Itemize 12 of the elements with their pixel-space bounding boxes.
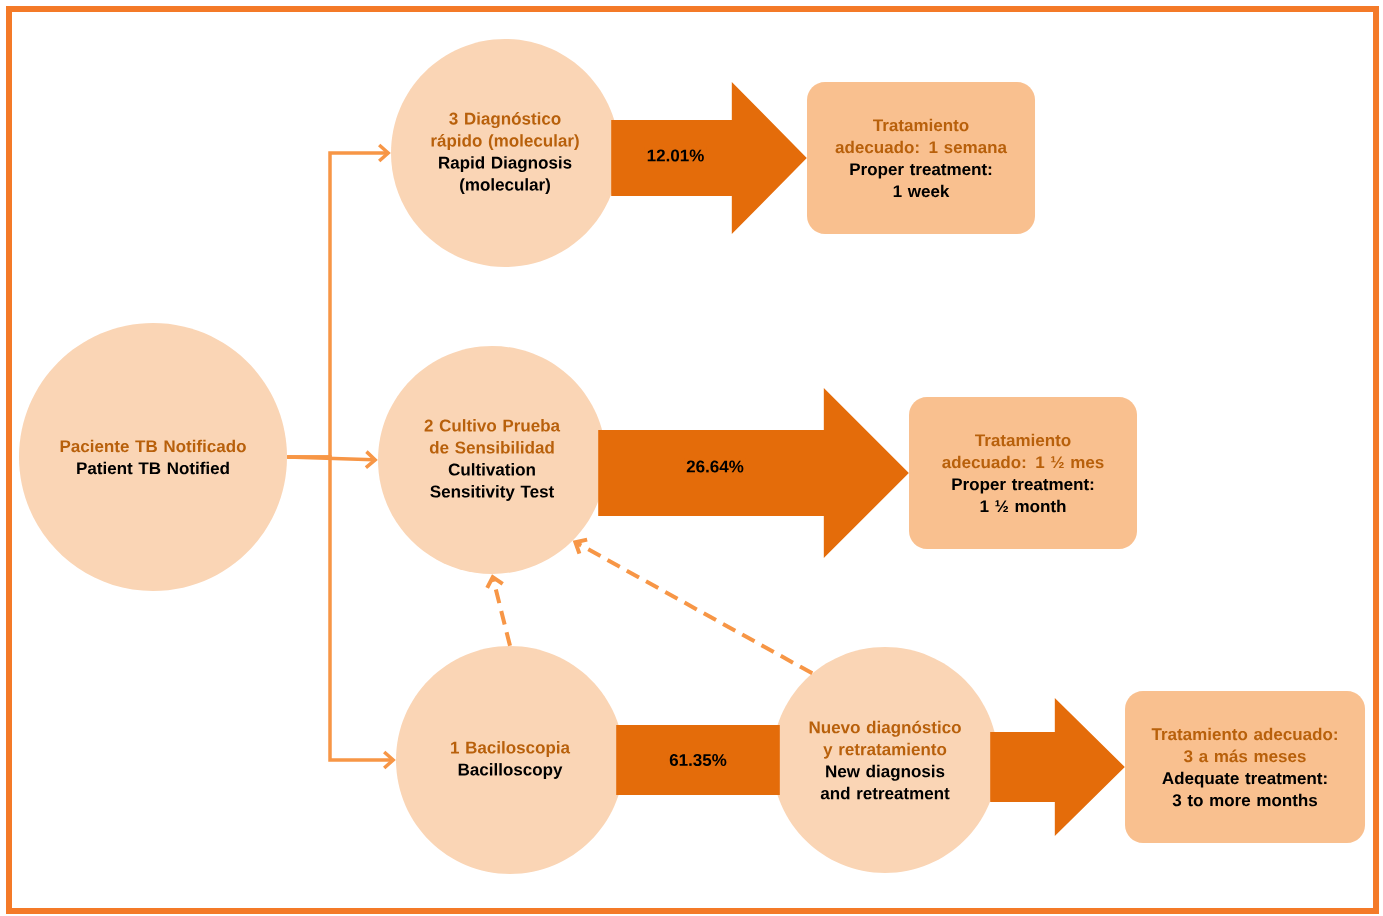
thick-arrow [598, 388, 909, 558]
arrow [287, 455, 396, 770]
treatment-box: Tratamiento adecuado: 3 a más meses Adequate treatment: 3 to more months [1125, 691, 1365, 843]
thick-arrow [990, 698, 1125, 836]
treatment-box: Tratamiento adecuado: 1 ½ mes Proper treatment: 1 ½ month [909, 397, 1137, 549]
thick-arrow [616, 725, 780, 795]
thick-arrow [611, 82, 807, 234]
dashed-arrow [485, 574, 512, 647]
edge-label: 26.64% [684, 458, 746, 475]
treatment-box: Tratamiento adecuado: 1 semana Proper treatment: 1 week [807, 82, 1035, 234]
edge-label: 12.01% [644, 147, 707, 164]
dashed-arrow [572, 537, 814, 676]
